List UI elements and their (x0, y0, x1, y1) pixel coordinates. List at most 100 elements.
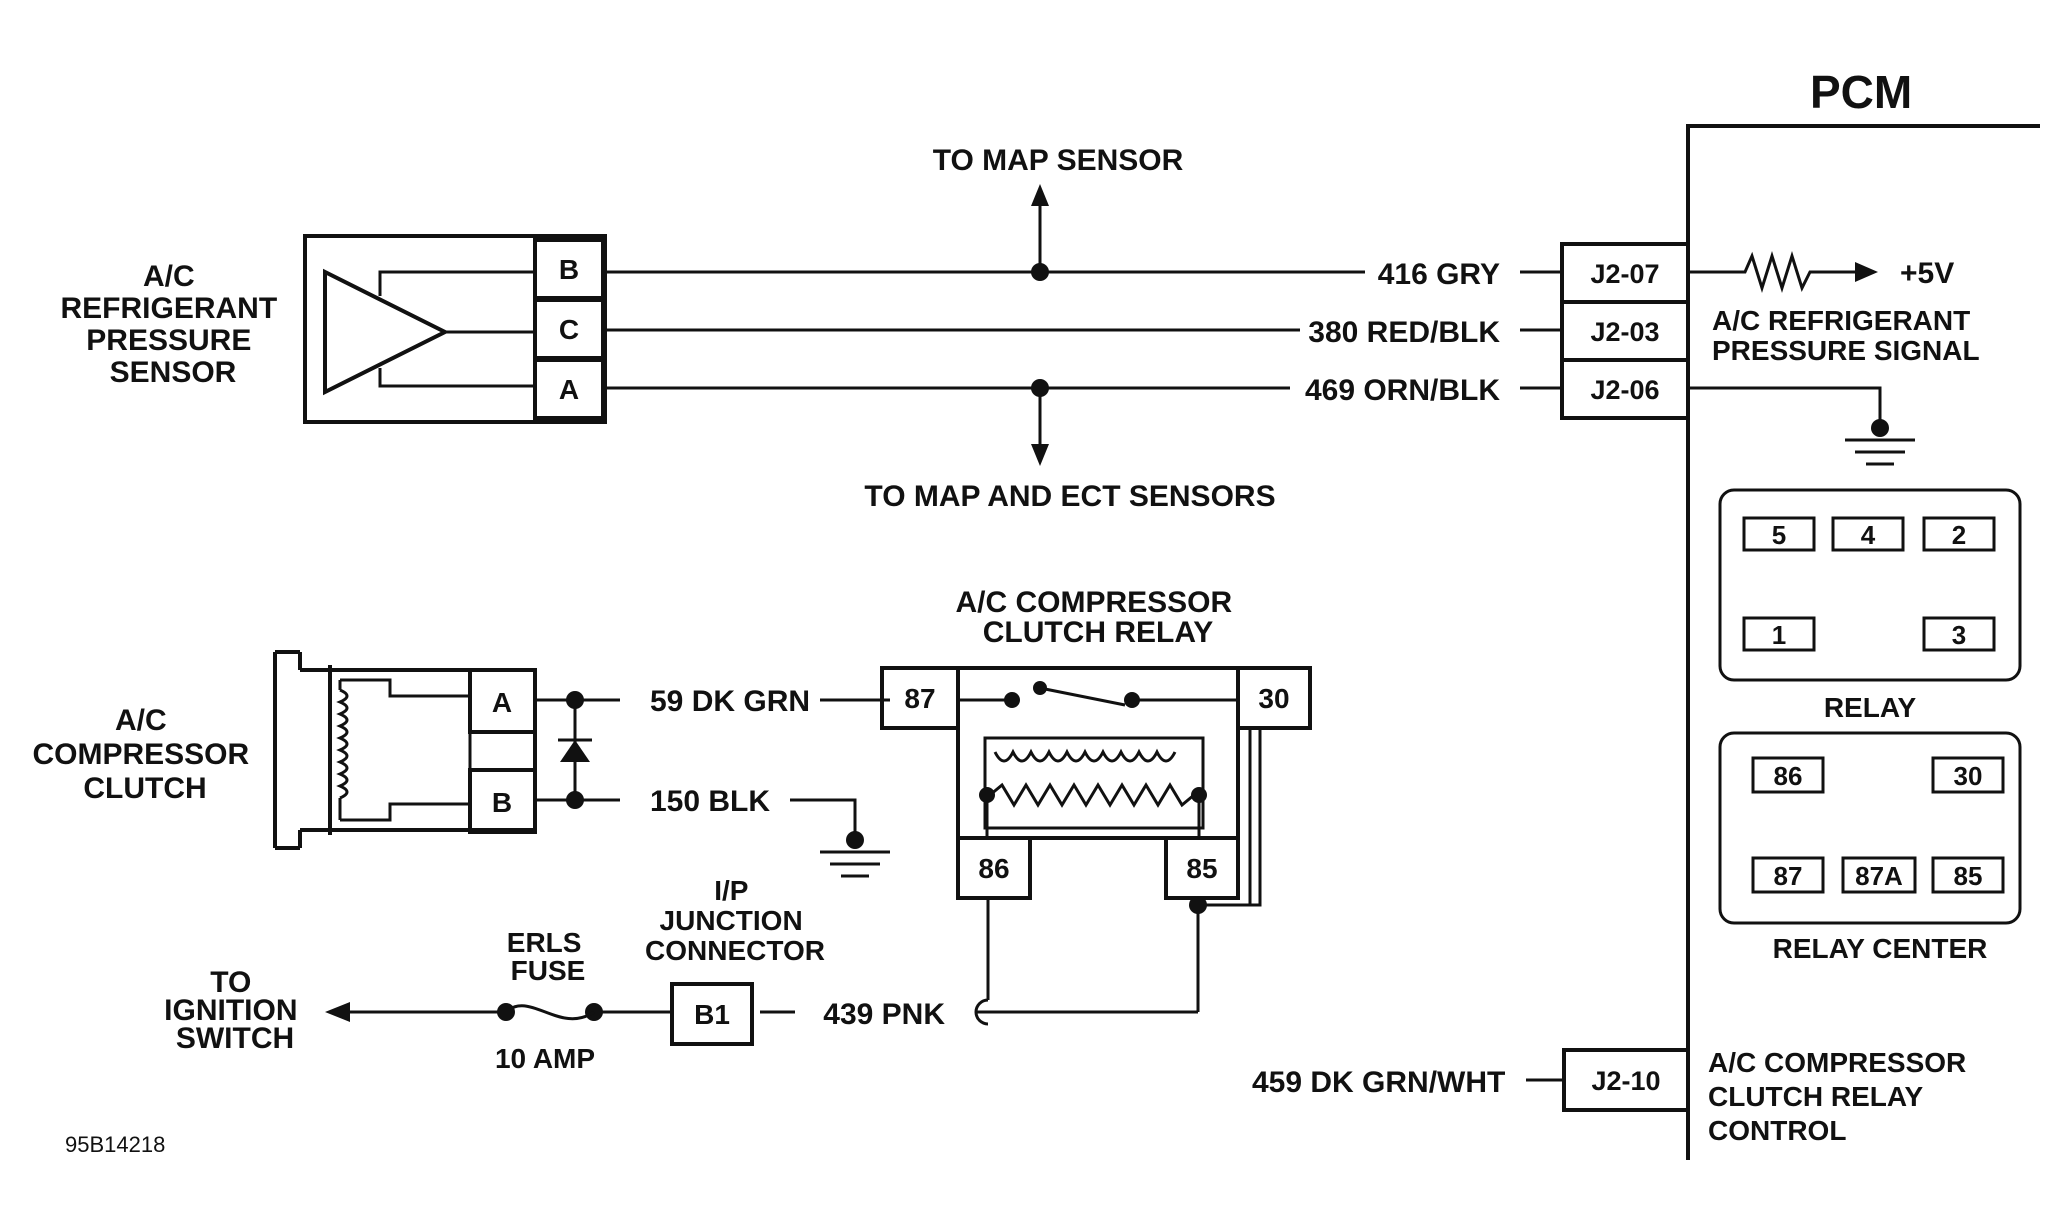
relay-resistor-icon (989, 782, 1195, 808)
svg-text:86: 86 (978, 853, 1009, 884)
relay-center-pin-87a: 87A (1841, 856, 1917, 894)
supply-arrow-icon (1855, 262, 1878, 282)
pcm-pin-j2-10: J2-10 (1562, 1048, 1690, 1112)
to-map-ect-label: TO MAP AND ECT SENSORS (864, 480, 1275, 513)
sensor-pin-c: C (533, 298, 605, 360)
relay-center-pin-86: 86 (1751, 756, 1825, 794)
diode-icon (560, 740, 590, 762)
wire-150-label: 150 BLK (650, 785, 770, 818)
fuse-name: ERLS FUSE (507, 927, 589, 986)
clutch-label: A/C COMPRESSOR CLUTCH (32, 704, 257, 805)
clutch-pin-b: B (468, 768, 537, 834)
svg-text:87A: 87A (1855, 861, 1903, 891)
relay-pin-30: 30 (1236, 666, 1312, 730)
svg-text:30: 30 (1954, 761, 1983, 791)
svg-text:87: 87 (1774, 861, 1803, 891)
pcm-title: PCM (1810, 66, 1912, 118)
relay-coil-icon (993, 748, 1177, 763)
supply-voltage: +5V (1900, 257, 1954, 290)
relay-label: A/C COMPRESSOR CLUTCH RELAY (955, 586, 1240, 649)
compressor-clutch: A/C COMPRESSOR CLUTCH A B (32, 650, 537, 850)
svg-text:4: 4 (1861, 520, 1876, 550)
svg-text:3: 3 (1952, 620, 1966, 650)
wire-439-label: 439 PNK (823, 998, 945, 1031)
wire-459-label: 459 DK GRN/WHT (1252, 1066, 1505, 1099)
svg-text:B: B (559, 254, 579, 285)
svg-text:2: 2 (1952, 520, 1966, 550)
wire-416-label: 416 GRY (1378, 258, 1500, 291)
figure-id: 95B14218 (65, 1132, 165, 1157)
svg-text:86: 86 (1774, 761, 1803, 791)
svg-text:J2-10: J2-10 (1591, 1066, 1660, 1096)
sensor-pin-a: A (533, 358, 605, 420)
sensor-wires: 416 GRY 380 RED/BLK 469 ORN/BLK TO MAP S… (603, 144, 1562, 513)
clutch-pulley-icon (273, 650, 332, 850)
pcm-pin-j2-06: J2-06 (1560, 358, 1690, 420)
wire-59-label: 59 DK GRN (650, 685, 810, 718)
relay-pin-85: 85 (1164, 836, 1240, 900)
clutch-relay: A/C COMPRESSOR CLUTCH RELAY 87 30 86 85 (880, 586, 1312, 1012)
to-ignition-arrow-icon (325, 1002, 350, 1022)
svg-text:A: A (492, 687, 512, 718)
to-map-arrow-icon (1031, 184, 1049, 206)
ignition-label: TO IGNITION SWITCH (164, 966, 306, 1055)
svg-text:B1: B1 (694, 999, 730, 1030)
pcm-pin-j2-07: J2-07 (1560, 242, 1690, 304)
svg-text:A: A (559, 374, 579, 405)
relay-center-title: RELAY CENTER (1773, 933, 1988, 964)
relay-control-label: A/C COMPRESSOR CLUTCH RELAY CONTROL (1708, 1047, 1974, 1146)
pressure-signal-label: A/C REFRIGERANT PRESSURE SIGNAL (1712, 305, 1980, 366)
relay-pin-86: 86 (956, 836, 1032, 900)
svg-text:85: 85 (1954, 861, 1983, 891)
erls-fuse: ERLS FUSE 10 AMP (325, 927, 672, 1074)
wire-380-label: 380 RED/BLK (1308, 316, 1500, 349)
svg-text:5: 5 (1772, 520, 1786, 550)
relay-center-view: 86 30 87 87A 85 RELAY CENTER (1718, 731, 2022, 964)
pull-up-resistor: +5V (1688, 250, 1954, 294)
relay-pin-2: 2 (1922, 516, 1996, 552)
fuse-icon (504, 1004, 595, 1021)
svg-text:B: B (492, 787, 512, 818)
pressure-sensor: A/C REFRIGERANT PRESSURE SENSOR B C A (60, 234, 607, 424)
svg-text:85: 85 (1186, 853, 1217, 884)
svg-text:30: 30 (1258, 683, 1289, 714)
clutch-pin-a: A (468, 668, 537, 734)
to-map-ect-arrow-icon (1031, 444, 1049, 466)
pressure-sensor-label: A/C REFRIGERANT PRESSURE SENSOR (60, 260, 285, 389)
junction-pin-b1 (670, 982, 754, 1046)
relay-pin-4: 4 (1831, 516, 1905, 552)
svg-text:87: 87 (904, 683, 935, 714)
junction-connector: I/P JUNCTION CONNECTOR B1 (645, 875, 825, 1046)
relay-pin-1: 1 (1742, 616, 1816, 652)
fuse-rating: 10 AMP (495, 1043, 595, 1074)
clutch-coil-icon (336, 688, 349, 800)
relay-pin-view: 5 4 2 1 3 RELAY (1718, 488, 2022, 723)
relay-body (956, 666, 1240, 840)
control-wires: 459 DK GRN/WHT 439 PNK (760, 898, 1564, 1099)
svg-text:1: 1 (1772, 620, 1786, 650)
sensor-pin-b: B (533, 238, 605, 300)
pcm-ground (1688, 386, 1915, 466)
relay-outline (1718, 488, 2022, 682)
pcm-pin-j2-03: J2-03 (1560, 300, 1690, 362)
svg-text:J2-03: J2-03 (1590, 317, 1659, 347)
relay-center-pin-30: 30 (1931, 756, 2005, 794)
relay-pin-5: 5 (1742, 516, 1816, 552)
relay-center-pin-87: 87 (1751, 856, 1825, 894)
pcm-border (1686, 124, 2040, 1160)
amplifier-icon (323, 268, 450, 396)
relay-switch-icon (1039, 686, 1126, 707)
relay-center-outline (1718, 731, 2022, 925)
pcm: PCM J2-07 J2-03 J2-06 J2-10 +5V A/C REFR… (1560, 66, 2040, 1160)
svg-text:C: C (559, 314, 579, 345)
junction-label: I/P JUNCTION CONNECTOR (645, 875, 825, 966)
to-map-label: TO MAP SENSOR (933, 144, 1184, 177)
svg-text:J2-06: J2-06 (1590, 375, 1659, 405)
relay-view-title: RELAY (1824, 692, 1917, 723)
relay-pin-3: 3 (1922, 616, 1996, 652)
relay-center-pin-85: 85 (1931, 856, 2005, 894)
wire-469-label: 469 ORN/BLK (1305, 374, 1500, 407)
svg-text:J2-07: J2-07 (1590, 259, 1659, 289)
relay-pin-87: 87 (880, 666, 960, 730)
